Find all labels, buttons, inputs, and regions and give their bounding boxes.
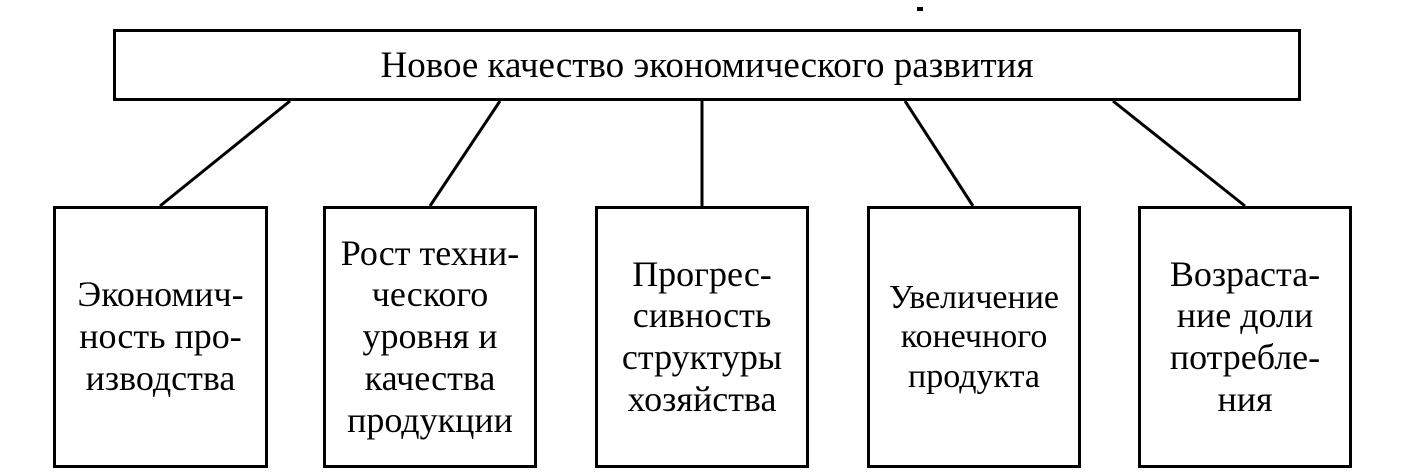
root-node: Новое качество экономического развития (113, 29, 1301, 101)
connector-root-to-child-1 (159, 99, 291, 208)
connector-root-to-child-2 (428, 100, 502, 207)
child-node-label: Увеличение конечного продукта (888, 278, 1060, 395)
child-node-label: Рост техни- ческого уровня и качества пр… (340, 232, 520, 440)
child-node-technical-level-growth: Рост техни- ческого уровня и качества пр… (323, 206, 537, 468)
child-node-production-efficiency: Экономич- ность про- изводства (53, 206, 268, 468)
child-node-final-product-increase: Увеличение конечного продукта (867, 206, 1081, 468)
child-node-progressive-structure: Прогрес- сивность структуры хозяйства (595, 206, 809, 468)
child-node-consumption-share-growth: Возраста- ние доли потребле- ния (1138, 206, 1352, 468)
connector-root-to-child-4 (903, 100, 975, 207)
connector-root-to-child-5 (1112, 99, 1246, 208)
child-node-label: Экономич- ность про- изводства (77, 274, 244, 398)
scan-speck (917, 7, 923, 11)
root-node-label: Новое качество экономического развития (380, 44, 1034, 86)
child-node-label: Прогрес- сивность структуры хозяйства (621, 253, 783, 419)
child-node-label: Возраста- ние доли потребле- ния (1169, 253, 1321, 419)
